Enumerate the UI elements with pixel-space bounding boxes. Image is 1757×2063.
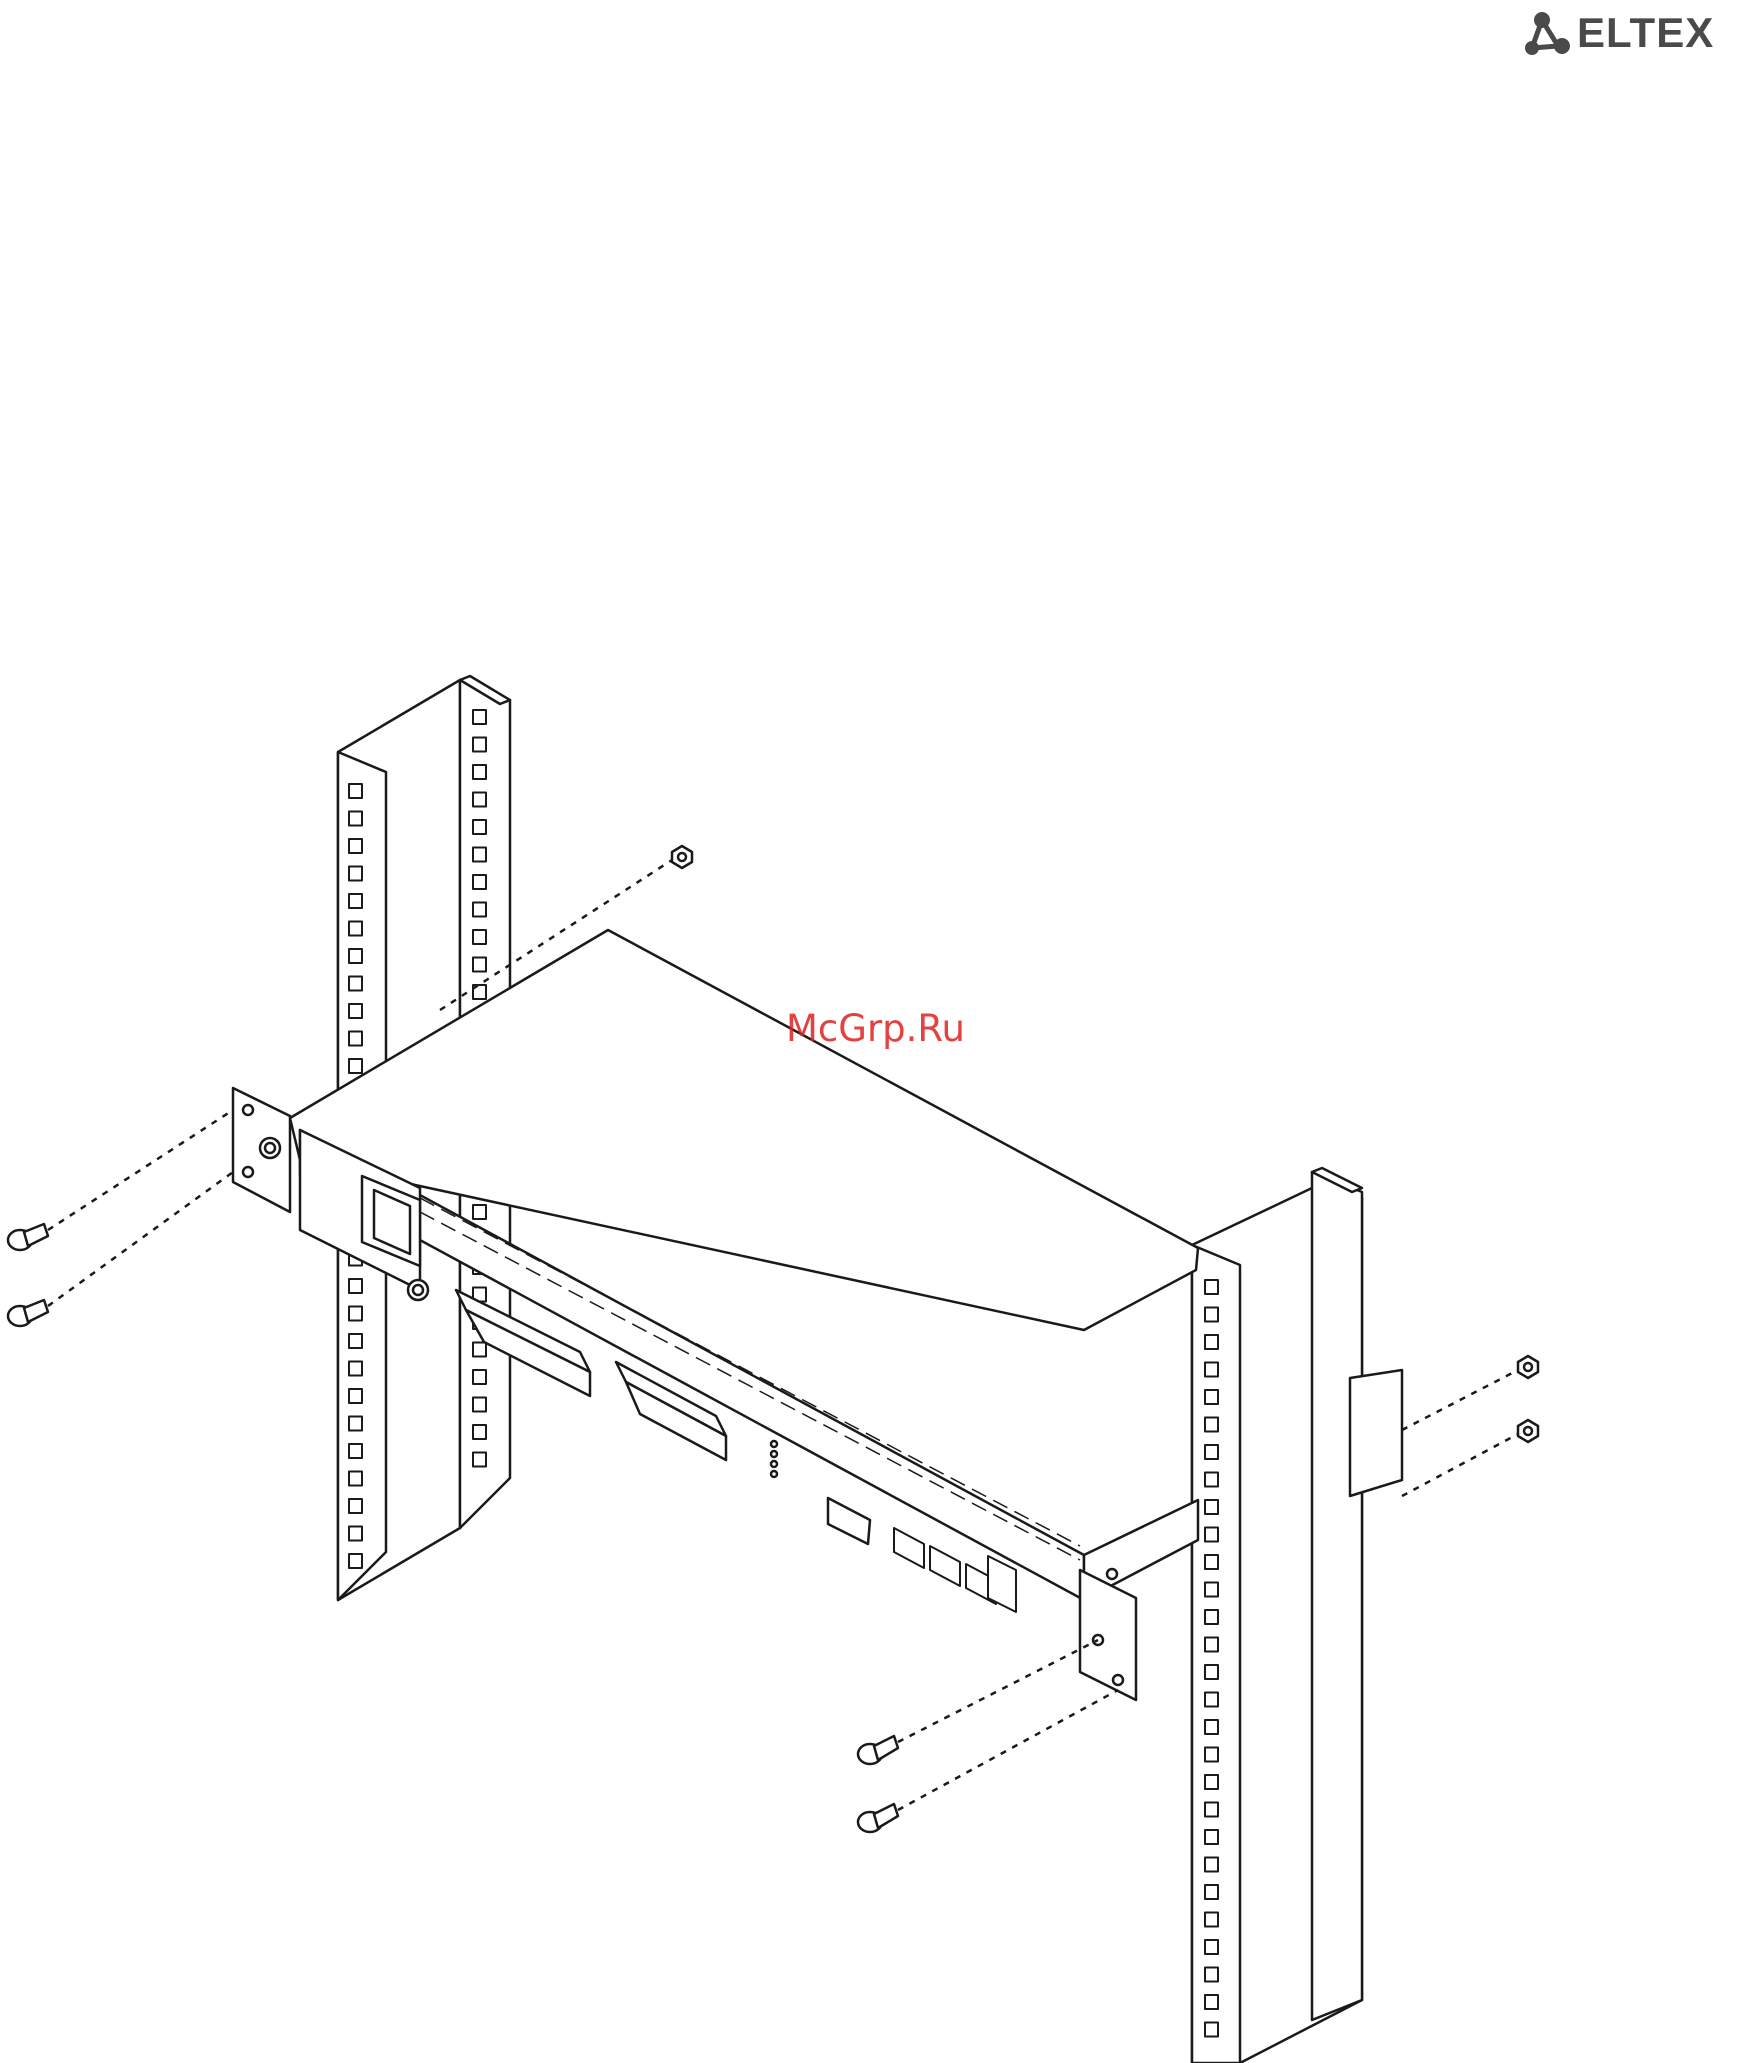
bracket-hole (243, 1167, 253, 1177)
console-port (828, 1498, 870, 1544)
screw-bottom-2 (858, 1804, 898, 1832)
bracket-hole (1113, 1675, 1123, 1685)
cage-nut-right-1 (1518, 1356, 1538, 1378)
left-mounting-bracket (233, 1088, 290, 1212)
status-leds (771, 1441, 777, 1477)
watermark: McGrp.Ru (786, 1008, 965, 1050)
right-mounting-bracket (1080, 1569, 1136, 1700)
bracket-hole (1107, 1569, 1117, 1579)
right-rack-rail (1192, 1168, 1362, 2063)
screw-left-1 (8, 1224, 48, 1250)
screw-left-2 (8, 1300, 48, 1326)
cage-nut-right-2 (1518, 1420, 1538, 1442)
cage-nut-top-left (672, 846, 692, 868)
screw-bottom-1 (858, 1736, 898, 1764)
bracket-hole (243, 1105, 253, 1115)
